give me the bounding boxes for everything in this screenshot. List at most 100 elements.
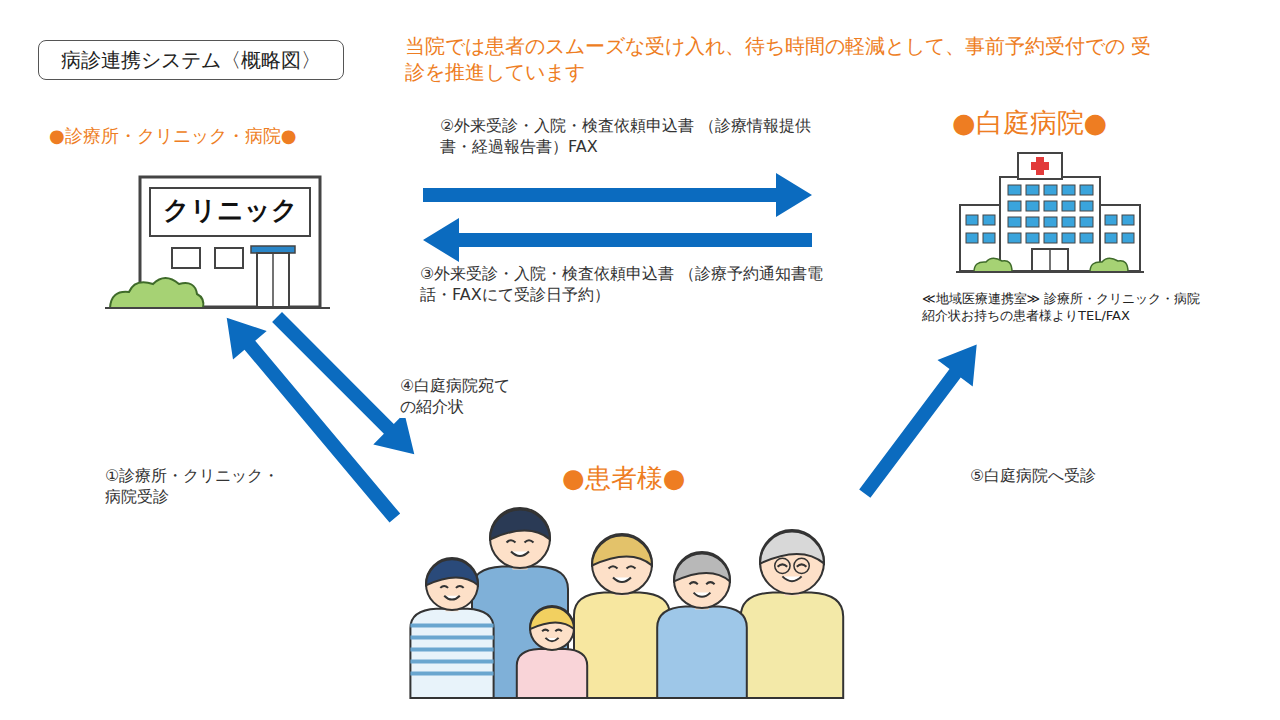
window bbox=[1008, 185, 1021, 195]
window bbox=[172, 248, 200, 268]
window bbox=[1105, 233, 1117, 243]
person-body bbox=[517, 649, 587, 698]
window bbox=[983, 233, 995, 243]
person-smile bbox=[545, 638, 558, 641]
person-head bbox=[530, 606, 574, 650]
window bbox=[1008, 217, 1021, 227]
door-split bbox=[272, 253, 274, 307]
node-heading: ●患者様● bbox=[562, 462, 762, 496]
person-hair bbox=[674, 553, 730, 581]
person-eye bbox=[609, 566, 618, 568]
window bbox=[1122, 215, 1134, 225]
door bbox=[1032, 249, 1068, 271]
person-eye bbox=[627, 566, 636, 568]
window bbox=[1026, 201, 1039, 211]
person-smile bbox=[613, 578, 631, 583]
cross-h bbox=[1031, 162, 1049, 170]
node-text: ≪地域医療連携室≫ 診療所・クリニック・病院 紹介状お持ちの患者様よりTEL/F… bbox=[922, 291, 1212, 325]
person-smile bbox=[782, 576, 801, 581]
person-eye bbox=[778, 564, 788, 566]
flow-arrow bbox=[859, 344, 977, 497]
window bbox=[1026, 217, 1039, 227]
window bbox=[1044, 217, 1057, 227]
window bbox=[215, 248, 243, 268]
person-hair bbox=[530, 607, 574, 629]
text-holder: ●患者様● bbox=[562, 462, 762, 496]
person-eye bbox=[440, 586, 448, 588]
person-hair bbox=[760, 532, 824, 564]
person-body bbox=[741, 592, 843, 698]
person-eye bbox=[555, 630, 562, 632]
person-eye bbox=[507, 540, 516, 542]
person-body bbox=[657, 607, 747, 698]
note-holder: 当院では患者のスムーズな受け入れ、待ち時間の軽減として、事前予約受付での 受診を… bbox=[405, 33, 1165, 85]
window bbox=[1062, 185, 1075, 195]
window bbox=[966, 215, 978, 225]
text-holder: ●白庭病院● bbox=[952, 105, 1172, 140]
person-head bbox=[674, 552, 730, 608]
text-holder: ≪地域医療連携室≫ 診療所・クリニック・病院 紹介状お持ちの患者様よりTEL/F… bbox=[922, 291, 1212, 325]
people-illustration bbox=[400, 460, 860, 700]
window bbox=[1062, 217, 1075, 227]
bush bbox=[1090, 258, 1128, 272]
window bbox=[1008, 201, 1021, 211]
shirt-stripe bbox=[410, 648, 493, 652]
person-head bbox=[760, 530, 824, 594]
person-hair bbox=[490, 510, 550, 540]
shirt-stripe bbox=[410, 624, 493, 628]
person-eye bbox=[689, 582, 697, 584]
person-head bbox=[426, 558, 478, 610]
window bbox=[1008, 233, 1021, 243]
window bbox=[1105, 215, 1117, 225]
node-heading: ●白庭病院● bbox=[952, 105, 1172, 140]
window bbox=[1122, 233, 1134, 243]
edge-label: ④白庭病院宛て の紹介状 bbox=[400, 376, 530, 418]
person-head bbox=[490, 508, 550, 568]
flow-arrow bbox=[272, 312, 414, 454]
window bbox=[966, 233, 978, 243]
tower bbox=[1000, 177, 1100, 271]
title-text: 病診連携システム〈概略図〉 bbox=[61, 47, 321, 73]
person-eye bbox=[797, 564, 807, 566]
window bbox=[1080, 185, 1093, 195]
edge-label-holder: ①診療所・クリニック・ 病院受診 bbox=[105, 466, 300, 508]
person-hair bbox=[426, 559, 478, 585]
flow-arrow bbox=[423, 218, 812, 262]
person-eye bbox=[525, 540, 534, 542]
shirt-stripe bbox=[410, 636, 493, 640]
edge-label-holder: ④白庭病院宛て の紹介状 bbox=[400, 376, 530, 418]
window bbox=[1044, 185, 1057, 195]
person-glasses bbox=[775, 558, 790, 573]
window bbox=[983, 215, 995, 225]
window bbox=[1080, 201, 1093, 211]
window bbox=[1026, 233, 1039, 243]
window bbox=[1044, 201, 1057, 211]
text-holder: クリニック bbox=[150, 194, 310, 228]
ground bbox=[956, 271, 1144, 273]
node-heading: ●診療所・クリニック・病院● bbox=[49, 124, 349, 147]
node-text: クリニック bbox=[150, 194, 310, 228]
window bbox=[1080, 233, 1093, 243]
person-body bbox=[410, 609, 493, 698]
window bbox=[1062, 201, 1075, 211]
door bbox=[257, 253, 289, 307]
flow-arrow bbox=[423, 173, 812, 217]
person-glasses bbox=[794, 558, 809, 573]
door-canopy bbox=[251, 246, 295, 253]
window bbox=[1026, 185, 1039, 195]
door-split bbox=[1049, 249, 1051, 271]
note-text: 当院では患者のスムーズな受け入れ、待ち時間の軽減として、事前予約受付での 受診を… bbox=[405, 33, 1165, 85]
window bbox=[1044, 233, 1057, 243]
bush bbox=[110, 278, 203, 308]
edge-label: ①診療所・クリニック・ 病院受診 bbox=[105, 466, 300, 508]
edge-label: ⑤白庭病院へ受診 bbox=[970, 466, 1170, 487]
cross-box bbox=[1018, 153, 1062, 179]
window bbox=[1062, 233, 1075, 243]
person-smile bbox=[511, 552, 529, 557]
person-eye bbox=[706, 582, 714, 584]
node-hospital: ●白庭病院● ≪地域医療連携室≫ 診療所・クリニック・病院 紹介状お持ちの患者様よ… bbox=[912, 105, 1217, 338]
title-box: 病診連携システム〈概略図〉 bbox=[38, 40, 344, 80]
person-eye bbox=[542, 630, 549, 632]
ground bbox=[105, 307, 330, 309]
